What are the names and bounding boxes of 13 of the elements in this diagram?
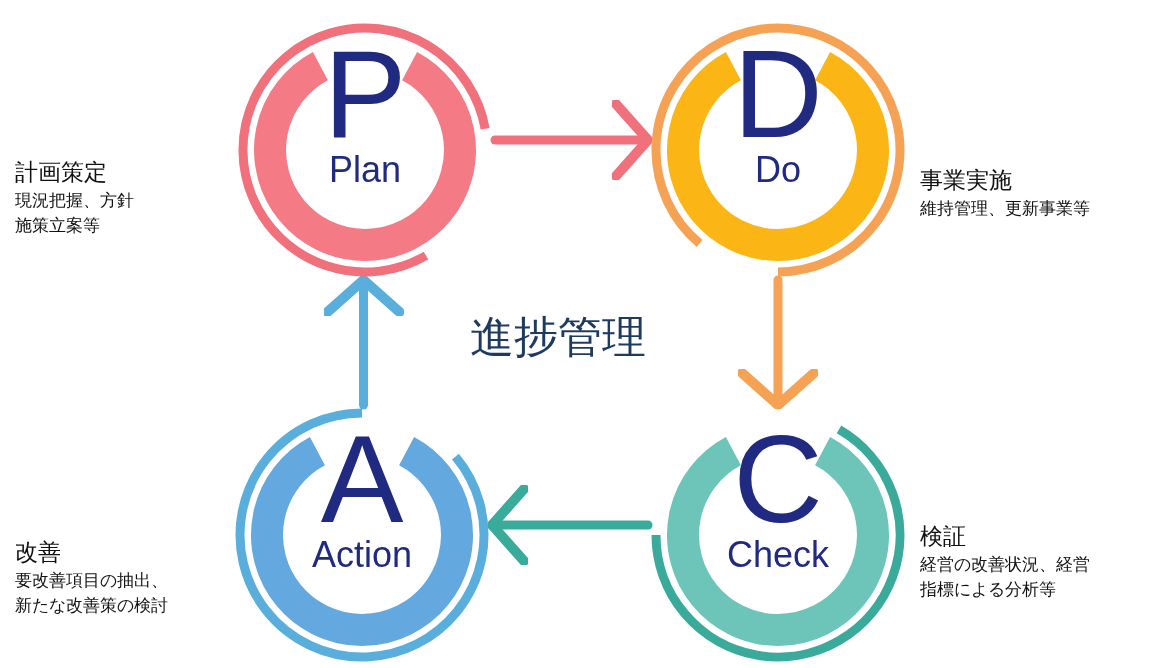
stage-heading: 事業実施 — [920, 166, 1013, 195]
stage-description: 経営の改善状況、経営指標による分析等 — [920, 552, 1090, 602]
arrow — [487, 484, 653, 566]
stage-heading: 検証 — [920, 522, 967, 551]
center-label: 進捗管理 — [470, 310, 646, 364]
arrow — [322, 275, 405, 410]
stage-heading: 計画策定 — [15, 158, 108, 187]
stage-description: 要改善項目の抽出、新たな改善策の検討 — [15, 568, 168, 618]
arrow — [737, 275, 819, 410]
arrow — [490, 99, 653, 181]
stage-description: 現況把握、方針施策立案等 — [15, 188, 134, 238]
stage-heading: 改善 — [15, 538, 62, 567]
stage-description: 維持管理、更新事業等 — [920, 196, 1091, 220]
